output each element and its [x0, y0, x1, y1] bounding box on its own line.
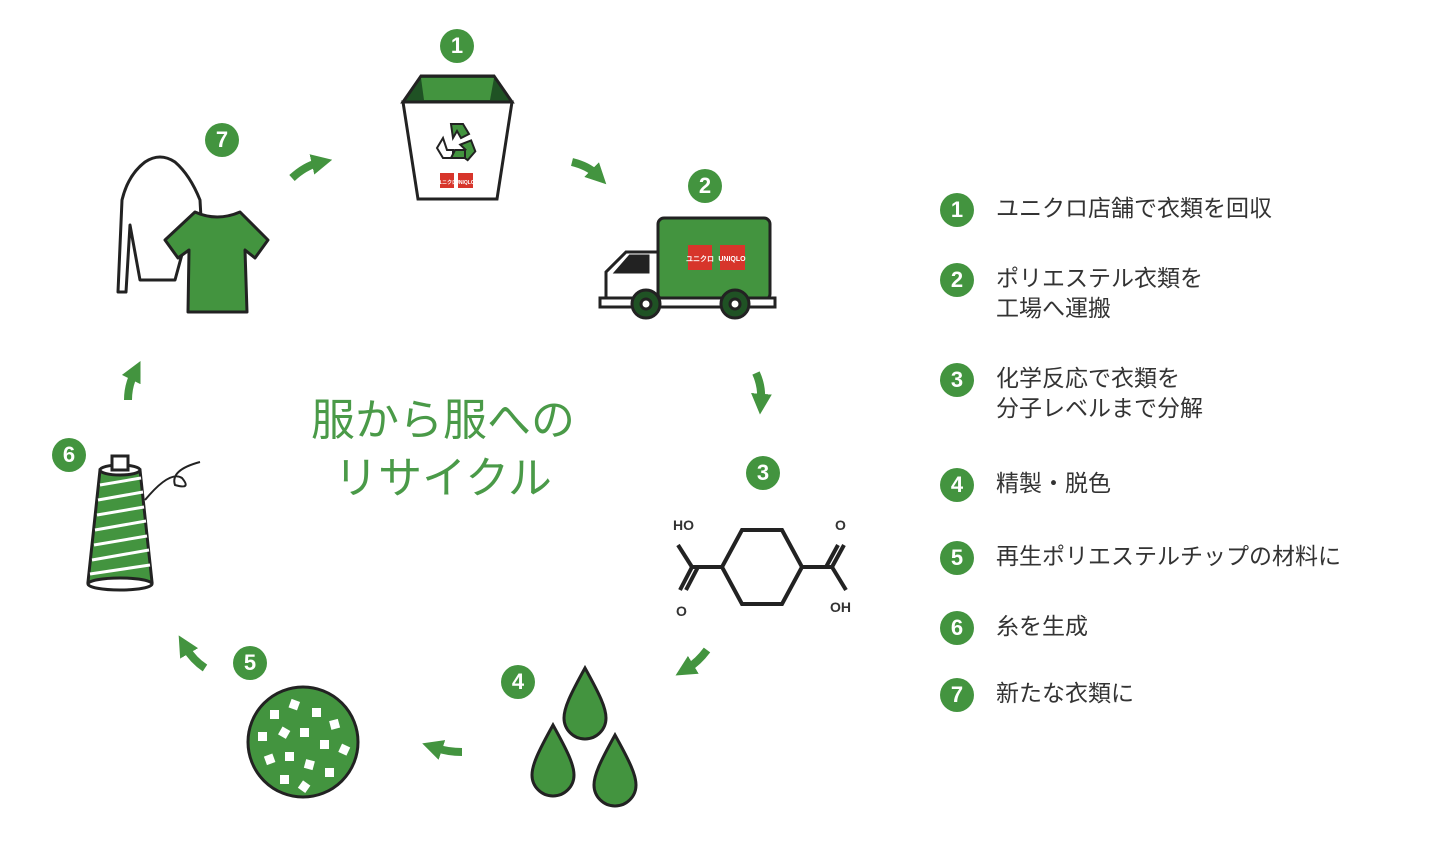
- legend-item-7: 7 新たな衣類に: [940, 678, 1134, 712]
- truck-icon: ユニクロ UNIQLO: [598, 216, 777, 320]
- logo-en-text: UNIQLO: [455, 180, 475, 186]
- legend-text: 化学反応で衣類を 分子レベルまで分解: [996, 366, 1203, 422]
- legend-text: 再生ポリエステルチップの材料に: [996, 544, 1341, 570]
- legend-item-3: 3 化学反応で衣類を 分子レベルまで分解: [940, 363, 1203, 424]
- step-badge-7: 7: [205, 123, 239, 157]
- tshirt-icon: [163, 210, 270, 314]
- arrow-7-to-1: [289, 154, 333, 181]
- legend-item-2: 2 ポリエステル衣類を 工場へ運搬: [940, 263, 1203, 324]
- legend-item-1: 1 ユニクロ店舗で衣類を回収: [940, 193, 1272, 227]
- arrow-1-to-2: [570, 158, 607, 185]
- liquid-drops-icon: [530, 664, 638, 808]
- legend-badge: 1: [940, 193, 974, 227]
- legend-item-6: 6 糸を生成: [940, 611, 1088, 645]
- molecule-label-ho: HO: [673, 517, 694, 533]
- molecule-label-o-top: O: [835, 517, 846, 533]
- polyester-chips-icon: [246, 685, 360, 799]
- logo-jp-text: ユニクロ: [437, 179, 457, 186]
- legend-text: ユニクロ店舗で衣類を回収: [996, 196, 1272, 222]
- cycle-arrows: [121, 154, 772, 760]
- legend-text: 精製・脱色: [996, 471, 1111, 497]
- step-badge-1: 1: [440, 29, 474, 63]
- arrow-3-to-4: [675, 647, 711, 676]
- step-badge-4: 4: [501, 665, 535, 699]
- legend-badge: 7: [940, 678, 974, 712]
- legend-badge: 2: [940, 263, 974, 297]
- arrow-4-to-5: [422, 740, 463, 760]
- step-badge-2: 2: [688, 169, 722, 203]
- hoodie-icon: [116, 155, 207, 294]
- arrow-5-to-6: [178, 635, 208, 672]
- step-badge-6: 6: [52, 438, 86, 472]
- legend-text: 新たな衣類に: [996, 681, 1134, 707]
- diagram-title-line1: 服から服への: [311, 395, 575, 446]
- terephthalic-acid-molecule-icon: [676, 528, 848, 606]
- legend-text: 糸を生成: [996, 614, 1088, 640]
- thread-spool-icon: [86, 454, 201, 592]
- molecule-label-oh: OH: [830, 599, 851, 615]
- arrow-2-to-3: [751, 371, 772, 415]
- legend-badge: 3: [940, 363, 974, 397]
- step-badge-5: 5: [233, 646, 267, 680]
- legend-item-4: 4 精製・脱色: [940, 468, 1111, 502]
- clothes-icon: [116, 155, 270, 314]
- truck-logo-jp: ユニクロ: [686, 254, 714, 263]
- step-badge-3: 3: [746, 456, 780, 490]
- legend-badge: 4: [940, 468, 974, 502]
- recycle-symbol-icon: [435, 123, 477, 162]
- molecule-label-o-bottom: O: [676, 603, 687, 619]
- recycle-bin-icon: ユニクロ UNIQLO: [400, 74, 515, 201]
- truck-logo-en: UNIQLO: [718, 256, 746, 263]
- legend-text: ポリエステル衣類を 工場へ運搬: [996, 266, 1203, 322]
- arrow-6-to-7: [121, 360, 141, 401]
- diagram-title-line2: リサイクル: [334, 453, 552, 504]
- legend-item-5: 5 再生ポリエステルチップの材料に: [940, 541, 1341, 575]
- legend-badge: 6: [940, 611, 974, 645]
- legend-badge: 5: [940, 541, 974, 575]
